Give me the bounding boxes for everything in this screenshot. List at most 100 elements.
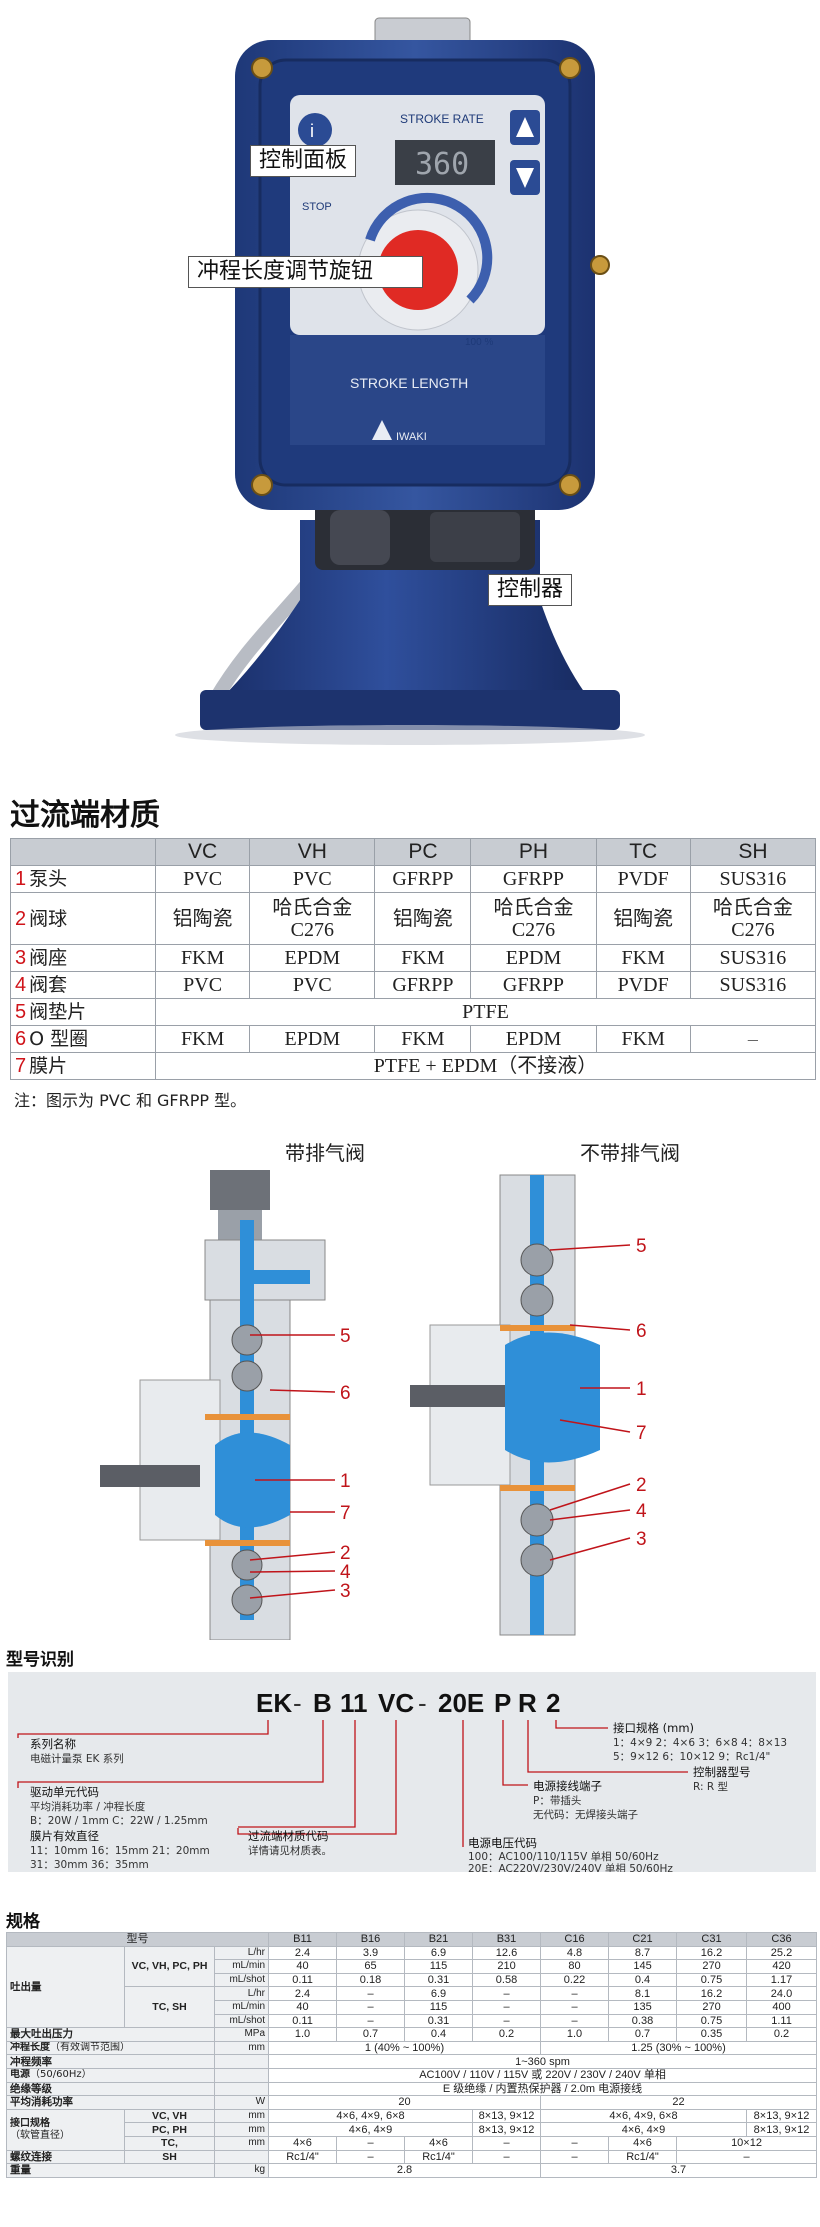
brand-logo-icon <box>372 420 392 440</box>
material-cell: SUS316 <box>689 865 817 893</box>
spec-value: 0.18 <box>336 1972 406 1988</box>
col-header: PC <box>374 838 472 866</box>
spec-value: 0.7 <box>336 2027 406 2042</box>
spec-value: AC100V / 110V / 115V 或 220V / 230V / 240… <box>268 2067 818 2083</box>
connection-label: 接口规格（软管直径） <box>6 2108 125 2151</box>
label-controller: 控制器型号 <box>693 1765 751 1779</box>
spec-value: 8.7 <box>608 1945 678 1961</box>
spec-value: 12.6 <box>472 1945 542 1961</box>
svg-text:1: 1 <box>636 1379 647 1400</box>
model-code-panel: EK - B 11 VC - 20E P R 2 系列名称 电磁计量泵 EK 系… <box>8 1672 816 1872</box>
svg-text:B：20W / 1mm C：22W / 1.25mm: B：20W / 1mm C：22W / 1.25mm <box>30 1815 208 1827</box>
spec-value: 24.0 <box>746 1986 818 2001</box>
svg-text:5: 5 <box>636 1236 647 1257</box>
svg-text:7: 7 <box>340 1503 351 1524</box>
col-header: SH <box>689 838 817 866</box>
spec-value: E 级绝缘 / 内置热保护器 / 2.0m 电源接线 <box>268 2081 818 2097</box>
spec-value: 65 <box>336 1959 406 1974</box>
material-cell: SUS316 <box>689 971 817 999</box>
material-cell: EPDM <box>249 944 376 972</box>
spec-value: 0.11 <box>268 1972 338 1988</box>
svg-text:-: - <box>418 1688 427 1718</box>
spec-value: 0.2 <box>746 2027 818 2042</box>
pump-head-cross-section: 带排气阀 不带排气阀 <box>0 1120 820 1641</box>
material-cell: FKM <box>595 944 691 972</box>
col-header: PH <box>470 838 597 866</box>
material-cell: PTFE <box>155 998 816 1026</box>
svg-text:平均消耗功率 / 冲程长度: 平均消耗功率 / 冲程长度 <box>30 1800 146 1813</box>
spec-value: – <box>336 1986 406 2001</box>
material-cell: FKM <box>595 1025 691 1053</box>
unit-label: L/hr <box>213 1945 270 1961</box>
materials-title: 过流端材质 <box>10 798 160 833</box>
spec-value: 3.7 <box>540 2163 818 2178</box>
spec-header-label: 型号 <box>5 1932 270 1947</box>
spec-value: – <box>472 1999 542 2015</box>
material-cell: GFRPP <box>374 865 472 893</box>
stop-label: STOP <box>302 201 332 213</box>
model-code: EK - B 11 VC - 20E P R 2 <box>256 1688 560 1718</box>
unit-label: mL/shot <box>213 1972 270 1988</box>
diagram-without-vent <box>410 1174 600 1636</box>
spec-value: 6.9 <box>404 1945 474 1961</box>
pressure-label: 最大吐出压力 <box>6 2027 215 2042</box>
svg-text:100：AC100/110/115V 单相 50/60Hz: 100：AC100/110/115V 单相 50/60Hz <box>468 1850 659 1863</box>
unit-label: mL/min <box>213 1959 270 1974</box>
material-cell: GFRPP <box>470 865 597 893</box>
svg-text:7: 7 <box>636 1423 647 1444</box>
spec-value: 0.4 <box>404 2027 474 2042</box>
label-series: 系列名称 <box>30 1737 76 1751</box>
spec-value: 115 <box>404 1999 474 2015</box>
spec-value: 40 <box>268 1999 338 2015</box>
spec-value: 6.9 <box>404 1986 474 2001</box>
svg-text:2: 2 <box>636 1475 647 1496</box>
unit-label: mL/shot <box>213 2013 270 2029</box>
spec-value: 0.31 <box>404 1972 474 1988</box>
spec-value: 1.0 <box>268 2027 338 2042</box>
spec-value: 0.4 <box>608 1972 678 1988</box>
dial-max-label: 100 % <box>465 337 493 348</box>
label-material: 过流端材质代码 <box>248 1829 329 1843</box>
svg-text:1：4×9 2：4×6 3：6×8 4：8×13: 1：4×9 2：4×6 3：6×8 4：8×13 <box>613 1737 787 1749</box>
svg-text:31：30mm 36：35mm: 31：30mm 36：35mm <box>30 1859 149 1871</box>
spec-value: 0.75 <box>676 1972 748 1988</box>
material-cell: EPDM <box>470 944 597 972</box>
label-voltage: 电源电压代码 <box>468 1836 537 1850</box>
svg-text:20E: 20E <box>438 1688 484 1718</box>
spec-value: 1.17 <box>746 1972 818 1988</box>
spec-value: – <box>472 2013 542 2029</box>
spec-value: 145 <box>608 1959 678 1974</box>
model-column-header: B31 <box>472 1932 542 1947</box>
up-arrow-icon <box>516 117 534 137</box>
material-cell: GFRPP <box>374 971 472 999</box>
spec-value: 0.35 <box>676 2027 748 2042</box>
spec-value: – <box>540 1999 610 2015</box>
spec-value: 1.25 (30% ~ 100%) <box>540 2040 818 2056</box>
spec-value: 8.1 <box>608 1986 678 2001</box>
svg-text:3: 3 <box>636 1529 647 1550</box>
right-diagram-title: 不带排气阀 <box>580 1141 680 1165</box>
down-arrow-icon <box>516 168 534 188</box>
spec-value: 1~360 spm <box>268 2054 818 2069</box>
spec-value: 0.31 <box>404 2013 474 2029</box>
spec-value: 115 <box>404 1959 474 1974</box>
svg-text:1: 1 <box>340 1471 351 1492</box>
spec-value: 420 <box>746 1959 818 1974</box>
model-column-header: B16 <box>336 1932 406 1947</box>
spec-value: 80 <box>540 1959 610 1974</box>
left-diagram-title: 带排气阀 <box>285 1141 365 1165</box>
material-cell: PVC <box>249 971 376 999</box>
spec-value: 16.2 <box>676 1986 748 2001</box>
